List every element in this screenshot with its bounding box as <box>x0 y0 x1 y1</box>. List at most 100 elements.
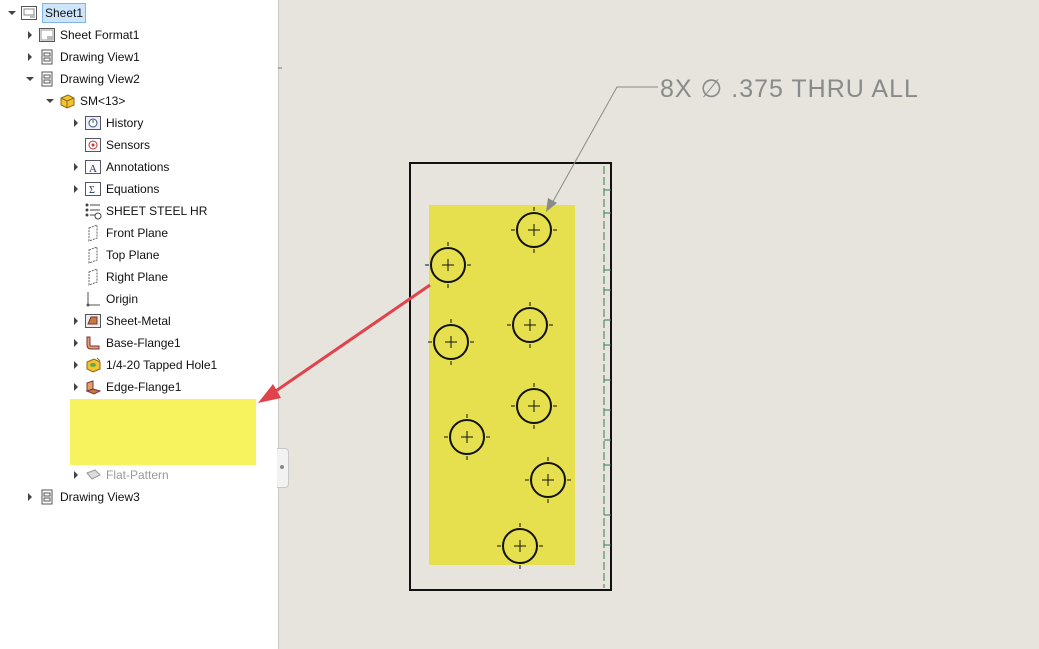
expand-arrow-icon[interactable] <box>70 354 82 376</box>
drawing-view-icon <box>38 488 56 506</box>
tree-item-label: Top Plane <box>106 248 160 262</box>
tree-spacer <box>70 222 82 244</box>
tree-item-label: Sheet-Metal <box>106 314 171 328</box>
flange-bend-ticks <box>604 189 611 546</box>
tree-item[interactable]: Top Plane <box>70 244 159 266</box>
tree-item[interactable]: History <box>70 112 143 134</box>
hole-circle[interactable] <box>507 302 553 348</box>
drawing-view-icon <box>38 48 56 66</box>
tree-item[interactable]: Sheet Format1 <box>24 24 139 46</box>
tree-item[interactable]: Sensors <box>70 134 150 156</box>
tree-item-label: Origin <box>106 292 139 306</box>
tree-item-label: Front Plane <box>106 226 169 240</box>
tree-item-label: Equations <box>106 182 160 196</box>
material-icon <box>84 202 102 220</box>
tree-item[interactable]: Sheet-Metal <box>70 310 171 332</box>
expand-arrow-icon[interactable] <box>70 178 82 200</box>
expand-arrow-icon[interactable] <box>24 486 36 508</box>
collapse-arrow-icon[interactable] <box>44 90 56 112</box>
plane-icon <box>84 268 102 286</box>
tree-item-label: Sensors <box>106 138 151 152</box>
tree-item[interactable]: 1/4-20 Tapped Hole1 <box>70 354 217 376</box>
tree-item-label: Flat-Pattern <box>106 468 169 482</box>
hole-circle[interactable] <box>428 319 474 365</box>
expand-arrow-icon[interactable] <box>70 332 82 354</box>
tree-item[interactable]: Flat-Pattern <box>70 464 169 486</box>
red-arrow-line <box>269 283 431 397</box>
tree-item[interactable]: Right Plane <box>70 266 168 288</box>
tree-item-label: Drawing View1 <box>60 50 140 64</box>
origin-icon <box>84 290 102 308</box>
sheet-icon <box>20 4 38 22</box>
hole-circle[interactable] <box>511 383 557 429</box>
tree-item-label: Right Plane <box>106 270 169 284</box>
tree-spacer <box>70 244 82 266</box>
expand-arrow-icon[interactable] <box>70 376 82 398</box>
svg-text:A: A <box>89 163 97 175</box>
expand-arrow-icon[interactable] <box>70 310 82 332</box>
tree-item[interactable]: Σ Equations <box>70 178 159 200</box>
expand-arrow-icon[interactable] <box>24 46 36 68</box>
edge-flange-icon <box>84 378 102 396</box>
drawing-view-icon <box>38 70 56 88</box>
panel-resize-handle[interactable] <box>277 448 289 488</box>
tree-item[interactable]: Front Plane <box>70 222 168 244</box>
hole-wizard-icon <box>84 356 102 374</box>
collapse-arrow-icon[interactable] <box>6 2 18 24</box>
tree-spacer <box>70 200 82 222</box>
tree-item[interactable]: Drawing View3 <box>24 486 140 508</box>
hole-circle[interactable] <box>511 207 557 253</box>
tree-highlight <box>70 399 256 465</box>
part-icon <box>58 92 76 110</box>
svg-text:Σ: Σ <box>89 185 95 196</box>
sensors-icon <box>84 136 102 154</box>
tree-item-label: History <box>106 116 144 130</box>
annotations-icon: A <box>84 158 102 176</box>
tree-item[interactable]: Edge-Flange1 <box>70 376 181 398</box>
tree-item-label: SM<13> <box>80 94 126 108</box>
expand-arrow-icon[interactable] <box>70 156 82 178</box>
tree-item[interactable]: Drawing View1 <box>24 46 140 68</box>
tree-item[interactable]: Drawing View2 <box>24 68 140 90</box>
tree-spacer <box>70 288 82 310</box>
expand-arrow-icon[interactable] <box>70 464 82 486</box>
tree-item-label: Annotations <box>106 160 170 174</box>
flat-pattern-icon <box>84 466 102 484</box>
tree-spacer <box>70 266 82 288</box>
tree-item[interactable]: Base-Flange1 <box>70 332 181 354</box>
tree-item[interactable]: Origin <box>70 288 138 310</box>
hole-pattern-highlight <box>429 205 575 565</box>
history-icon <box>84 114 102 132</box>
tree-item[interactable]: A Annotations <box>70 156 169 178</box>
tree-item-label: Edge-Flange1 <box>106 380 182 394</box>
hole-callout-note[interactable]: 8X ∅ .375 THRU ALL <box>660 75 919 103</box>
callout-leader-arrowhead <box>546 198 557 212</box>
part-outline[interactable] <box>409 162 612 591</box>
equations-icon: Σ <box>84 180 102 198</box>
hole-circle[interactable] <box>444 414 490 460</box>
hole-circle[interactable] <box>525 457 571 503</box>
plane-icon <box>84 246 102 264</box>
callout-leader <box>550 86 658 206</box>
expand-arrow-icon[interactable] <box>24 24 36 46</box>
tree-item[interactable]: SHEET STEEL HR <box>70 200 207 222</box>
plane-icon <box>84 224 102 242</box>
tree-item-label: Drawing View2 <box>60 72 140 86</box>
hole-circle[interactable] <box>497 523 543 569</box>
tree-item[interactable]: Sheet1 <box>6 2 87 24</box>
tree-item-label: Base-Flange1 <box>106 336 181 350</box>
holes-group <box>425 207 571 569</box>
tree-item[interactable]: SM<13> <box>44 90 125 112</box>
tree-item-label: 1/4-20 Tapped Hole1 <box>106 358 218 372</box>
tree-item-label: SHEET STEEL HR <box>106 204 208 218</box>
sheet-format-icon <box>38 26 56 44</box>
tree-spacer <box>70 134 82 156</box>
sheet-metal-icon <box>84 312 102 330</box>
base-flange-icon <box>84 334 102 352</box>
tree-item-label: Sheet1 <box>42 3 87 23</box>
tree-item-label: Drawing View3 <box>60 490 140 504</box>
expand-arrow-icon[interactable] <box>70 112 82 134</box>
collapse-arrow-icon[interactable] <box>24 68 36 90</box>
hole-circle[interactable] <box>425 242 471 288</box>
tree-item-label: Sheet Format1 <box>60 28 140 42</box>
